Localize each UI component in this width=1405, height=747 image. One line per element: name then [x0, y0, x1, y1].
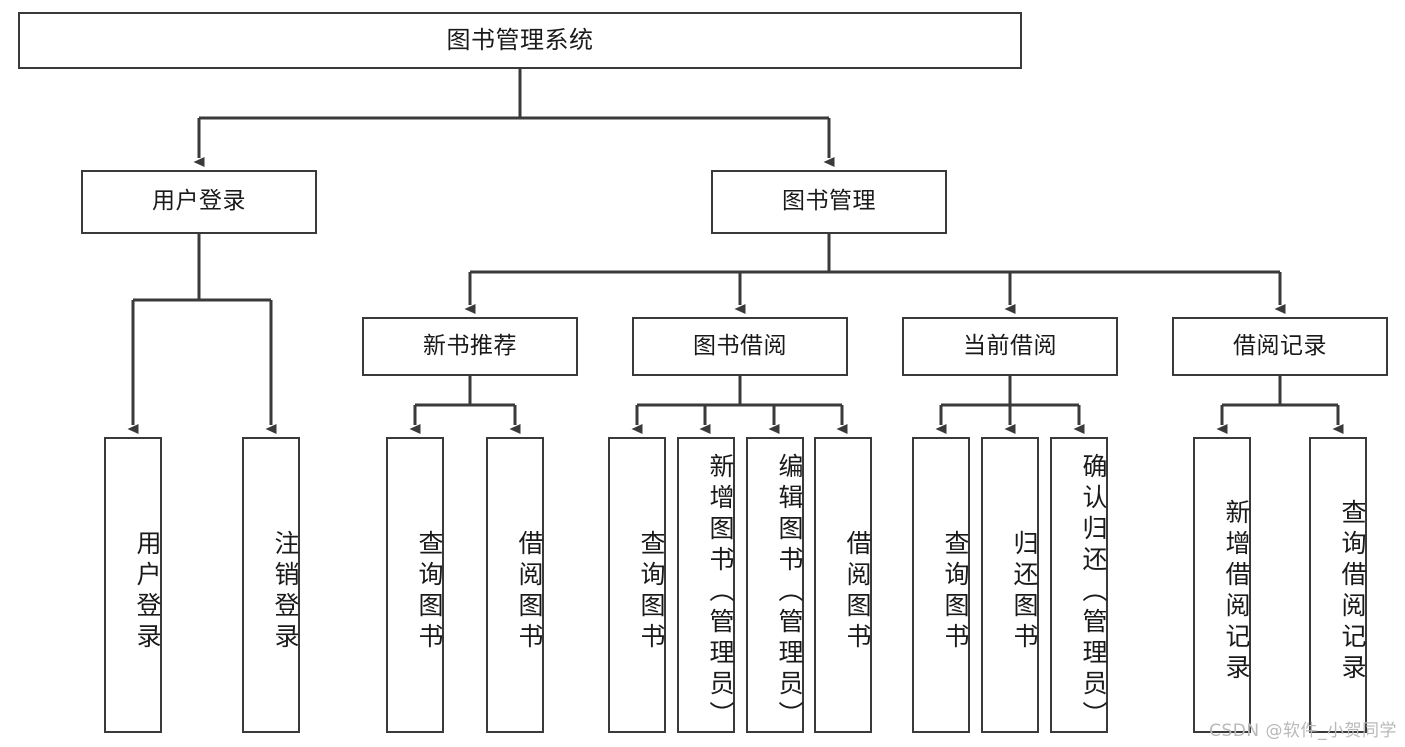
node-label: 借阅图书 [515, 530, 544, 654]
node-label: 查询借阅记录 [1338, 499, 1367, 685]
node-label: 用户登录 [133, 530, 162, 654]
node-label: 确认归还（管理员） [1079, 453, 1108, 732]
node-label: 图书管理 [782, 188, 876, 215]
node-book-management[interactable]: 图书管理 [711, 170, 947, 234]
node-label: 编辑图书（管理员） [775, 453, 804, 732]
node-label: 查询图书 [941, 530, 970, 654]
watermark: CSDN @软件_小贺同学 [1209, 721, 1397, 741]
node-user-login[interactable]: 用户登录 [81, 170, 317, 234]
node-leaf-add-book-admin[interactable]: 新增图书（管理员） [677, 437, 735, 733]
node-leaf-query-books-current[interactable]: 查询图书 [912, 437, 970, 733]
node-label: 用户登录 [152, 188, 246, 215]
node-leaf-logout[interactable]: 注销登录 [242, 437, 300, 733]
node-label: 图书管理系统 [446, 26, 594, 55]
node-new-book-recommendation[interactable]: 新书推荐 [362, 317, 578, 376]
node-leaf-confirm-return-admin[interactable]: 确认归还（管理员） [1050, 437, 1108, 733]
node-leaf-borrow-books-recommendation[interactable]: 借阅图书 [486, 437, 544, 733]
node-book-borrowing[interactable]: 图书借阅 [632, 317, 848, 376]
node-label: 查询图书 [415, 530, 444, 654]
node-label: 新增借阅记录 [1222, 499, 1251, 685]
node-leaf-borrow-books[interactable]: 借阅图书 [814, 437, 872, 733]
node-label: 查询图书 [637, 530, 666, 654]
node-leaf-add-borrow-record[interactable]: 新增借阅记录 [1193, 437, 1251, 733]
node-leaf-query-books-borrowing[interactable]: 查询图书 [608, 437, 666, 733]
node-label: 注销登录 [271, 530, 300, 654]
node-root-library-system[interactable]: 图书管理系统 [18, 12, 1022, 69]
node-leaf-edit-book-admin[interactable]: 编辑图书（管理员） [746, 437, 804, 733]
node-label: 新增图书（管理员） [706, 453, 735, 732]
node-leaf-query-books-recommendation[interactable]: 查询图书 [386, 437, 444, 733]
node-label: 借阅图书 [843, 530, 872, 654]
node-borrowing-records[interactable]: 借阅记录 [1172, 317, 1388, 376]
node-leaf-query-borrow-record[interactable]: 查询借阅记录 [1309, 437, 1367, 733]
node-label: 归还图书 [1010, 530, 1039, 654]
node-label: 借阅记录 [1233, 332, 1327, 359]
node-leaf-user-login[interactable]: 用户登录 [104, 437, 162, 733]
node-label: 当前借阅 [963, 332, 1057, 359]
node-current-borrowing[interactable]: 当前借阅 [902, 317, 1118, 376]
node-label: 图书借阅 [693, 332, 787, 359]
node-label: 新书推荐 [423, 332, 517, 359]
node-leaf-return-books[interactable]: 归还图书 [981, 437, 1039, 733]
